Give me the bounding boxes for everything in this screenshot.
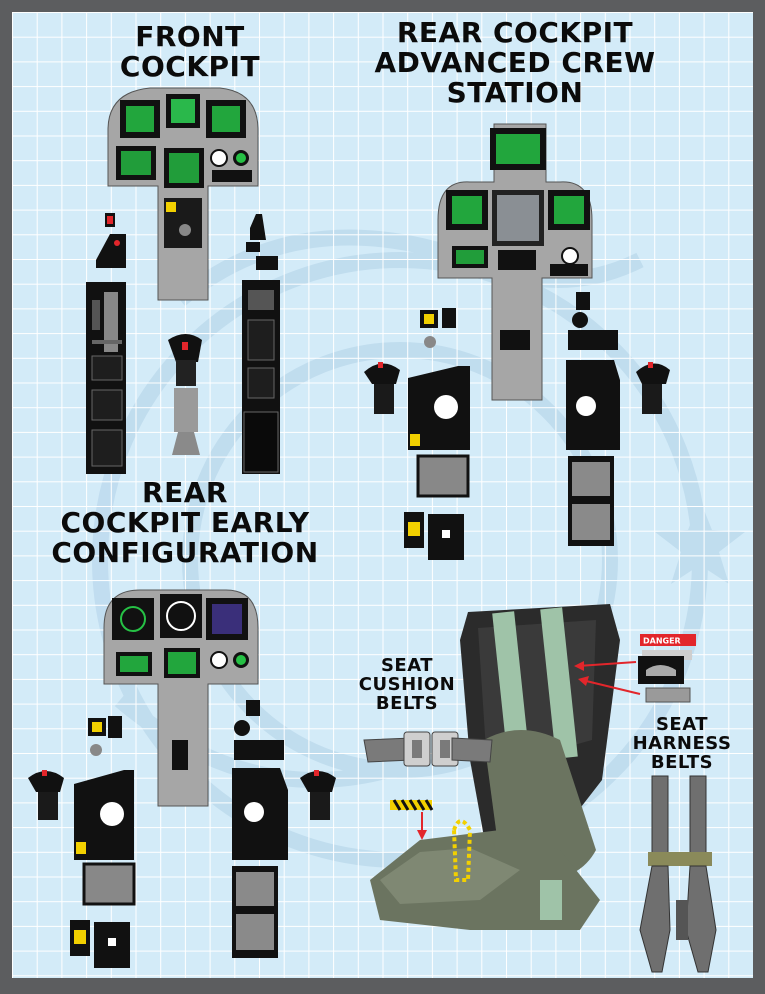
rear-advanced-title-line-3: STATION bbox=[446, 76, 584, 110]
rear-early-title: REAR COCKPIT EARLY CONFIGURATION bbox=[40, 476, 330, 570]
arrow-upper bbox=[577, 661, 637, 667]
seat-cushion-label-line-3: BELTS bbox=[375, 692, 439, 714]
front-standby-gauge bbox=[210, 149, 228, 167]
rear-early-ddi-left bbox=[112, 598, 154, 640]
seat-harness-belts-label: SEAT HARNESS BELTS bbox=[628, 714, 736, 773]
rear-advanced-right-console bbox=[566, 292, 620, 546]
rear-early-stick-right bbox=[300, 770, 336, 820]
danger-placard bbox=[640, 634, 696, 646]
rear-advanced-left-console bbox=[404, 308, 470, 560]
front-right-console bbox=[242, 214, 280, 474]
rear-early-stick-left bbox=[28, 770, 64, 820]
front-cockpit-title-line-2: COCKPIT bbox=[119, 50, 261, 84]
seat-harness-belts-art bbox=[639, 775, 717, 973]
rear-advanced-stick-right bbox=[636, 362, 670, 414]
front-left-console bbox=[86, 213, 126, 474]
rear-early-title-line-1: REAR bbox=[142, 476, 228, 509]
danger-placard-text: DANGER bbox=[643, 637, 681, 646]
rear-early-instrument-panel bbox=[103, 589, 259, 807]
seat-cushion-belts-art bbox=[363, 731, 493, 767]
seat-cushion-label-line-2: CUSHION bbox=[358, 673, 456, 695]
front-control-stick bbox=[168, 334, 202, 455]
front-cockpit-title: FRONT COCKPIT bbox=[95, 20, 285, 84]
rear-advanced-title-line-1: REAR COCKPIT bbox=[396, 16, 634, 49]
seat-detail-decals: DANGER bbox=[390, 634, 696, 840]
rear-early-group bbox=[28, 589, 336, 968]
rear-early-left-console bbox=[70, 716, 136, 968]
seat-cushion-belts-label: SEAT CUSHION BELTS bbox=[352, 655, 462, 714]
rear-early-title-line-3: CONFIGURATION bbox=[51, 536, 319, 570]
rear-early-right-console bbox=[232, 700, 288, 958]
rear-early-title-line-2: COCKPIT EARLY bbox=[60, 506, 310, 540]
rear-advanced-title: REAR COCKPIT ADVANCED CREW STATION bbox=[360, 16, 670, 110]
arrow-lower bbox=[581, 679, 641, 695]
seat-cushion-label-line-1: SEAT bbox=[380, 655, 434, 676]
rear-advanced-stick-left bbox=[364, 362, 400, 414]
rear-advanced-group bbox=[364, 123, 670, 560]
rear-advanced-title-line-2: ADVANCED CREW bbox=[374, 46, 656, 80]
warning-stripe-decal bbox=[390, 800, 432, 810]
front-instrument-panel bbox=[107, 87, 259, 301]
seat-harness-label-line-2: HARNESS bbox=[632, 732, 732, 754]
seat-harness-label-line-1: SEAT bbox=[655, 714, 709, 735]
front-cockpit-group bbox=[86, 87, 280, 474]
front-cockpit-title-line-1: FRONT bbox=[135, 20, 245, 53]
ejection-seat bbox=[370, 604, 620, 930]
seat-harness-label-line-3: BELTS bbox=[650, 751, 714, 773]
